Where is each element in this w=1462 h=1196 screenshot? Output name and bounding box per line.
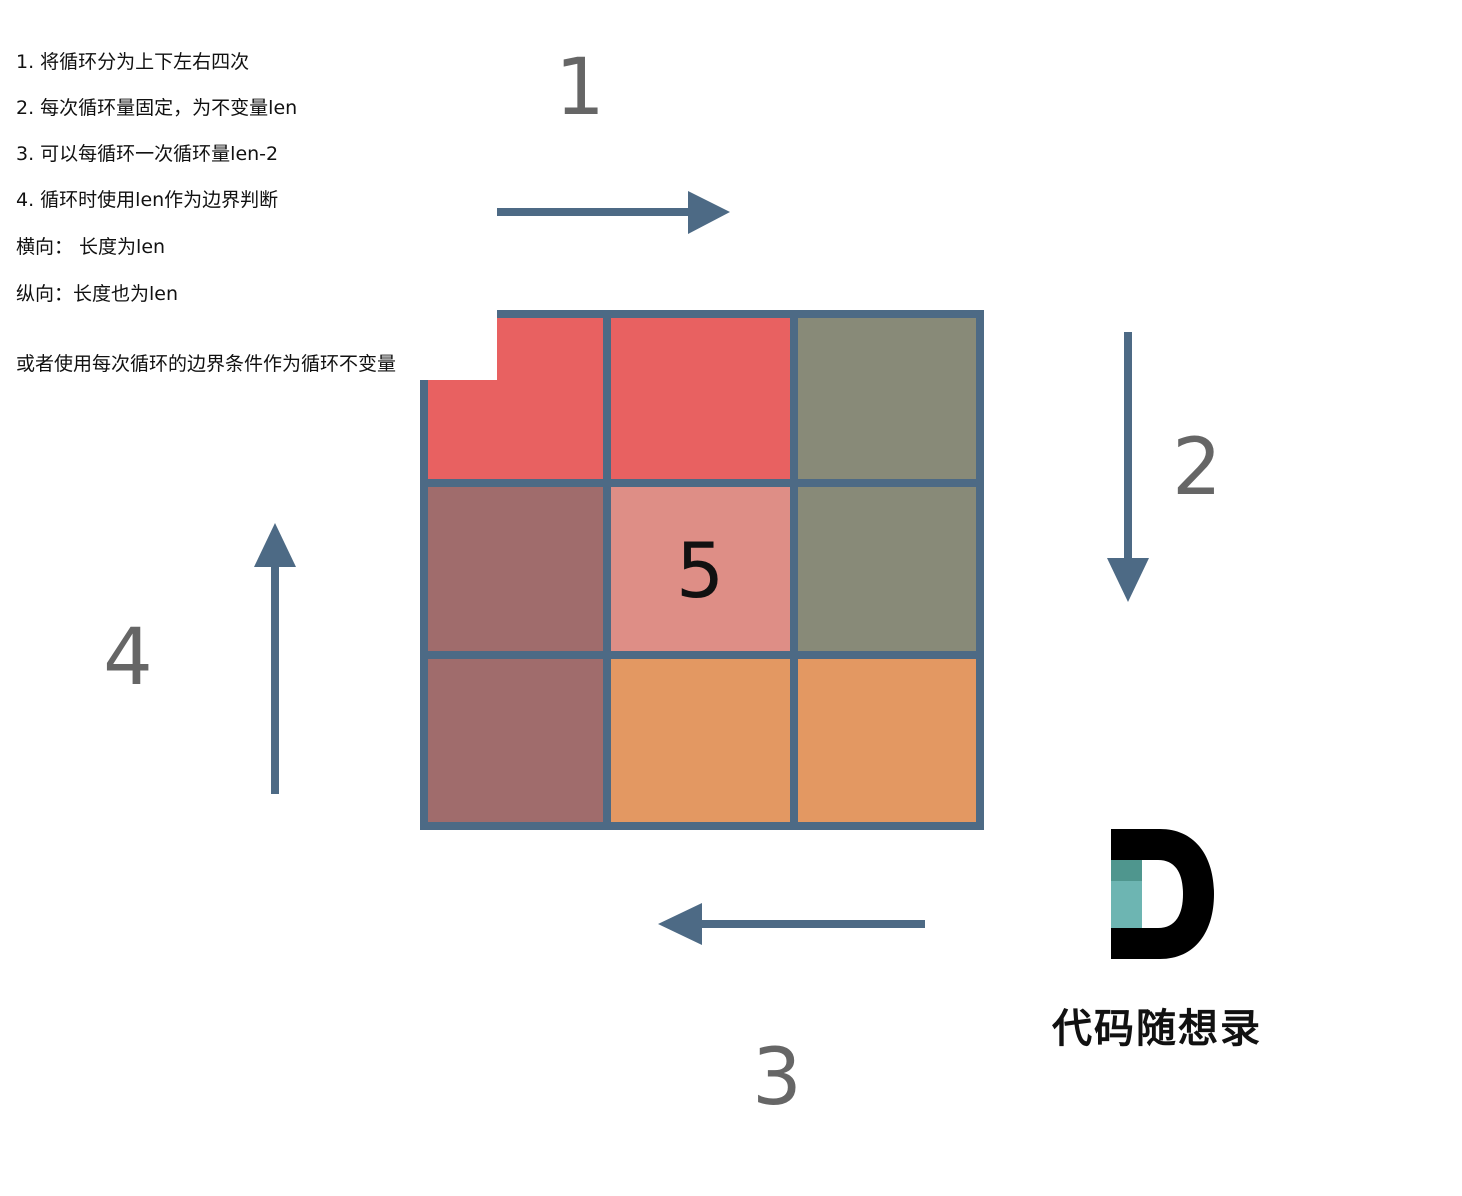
matrix-cell bbox=[603, 651, 798, 830]
logo-teal-dark-block bbox=[1111, 860, 1142, 881]
notes-panel: 1. 将循环分为上下左右四次 2. 每次循环量固定，为不变量len 3. 可以每… bbox=[0, 0, 497, 380]
note-line-7: 或者使用每次循环的边界条件作为循环不变量 bbox=[16, 353, 397, 375]
note-line-3: 3. 可以每循环一次循环量len-2 bbox=[16, 143, 279, 165]
matrix-cell bbox=[790, 310, 984, 487]
matrix-grid bbox=[420, 310, 984, 830]
arrow-up-head bbox=[254, 523, 296, 567]
logo-teal-light-block bbox=[1111, 881, 1142, 928]
matrix-cell bbox=[790, 651, 984, 830]
matrix-cell bbox=[420, 479, 611, 659]
arrow-up-left bbox=[254, 523, 296, 794]
direction-label-left: 4 bbox=[103, 613, 153, 703]
arrow-down-head bbox=[1107, 558, 1149, 602]
matrix-cell bbox=[790, 479, 984, 659]
note-line-6: 纵向：长度也为len bbox=[16, 283, 179, 305]
note-line-5: 横向： 长度为len bbox=[16, 236, 166, 258]
arrow-right-head bbox=[688, 191, 730, 234]
direction-label-top: 1 bbox=[555, 43, 605, 133]
arrow-left-bottom bbox=[658, 903, 925, 945]
center-cell-label: 5 bbox=[676, 526, 724, 615]
note-line-4: 4. 循环时使用len作为边界判断 bbox=[16, 189, 279, 211]
letter-d-logo-icon bbox=[1111, 829, 1214, 959]
arrow-left-head bbox=[658, 903, 702, 945]
matrix-cell bbox=[420, 651, 611, 830]
note-line-1: 1. 将循环分为上下左右四次 bbox=[16, 51, 250, 73]
logo-text: 代码随想录 bbox=[1052, 1006, 1262, 1052]
arrow-down-right bbox=[1107, 332, 1149, 602]
note-line-2: 2. 每次循环量固定，为不变量len bbox=[16, 97, 298, 119]
direction-label-right: 2 bbox=[1172, 423, 1222, 513]
direction-label-bottom: 3 bbox=[752, 1033, 802, 1123]
arrow-right-top bbox=[497, 191, 730, 234]
matrix-cell bbox=[603, 310, 798, 487]
